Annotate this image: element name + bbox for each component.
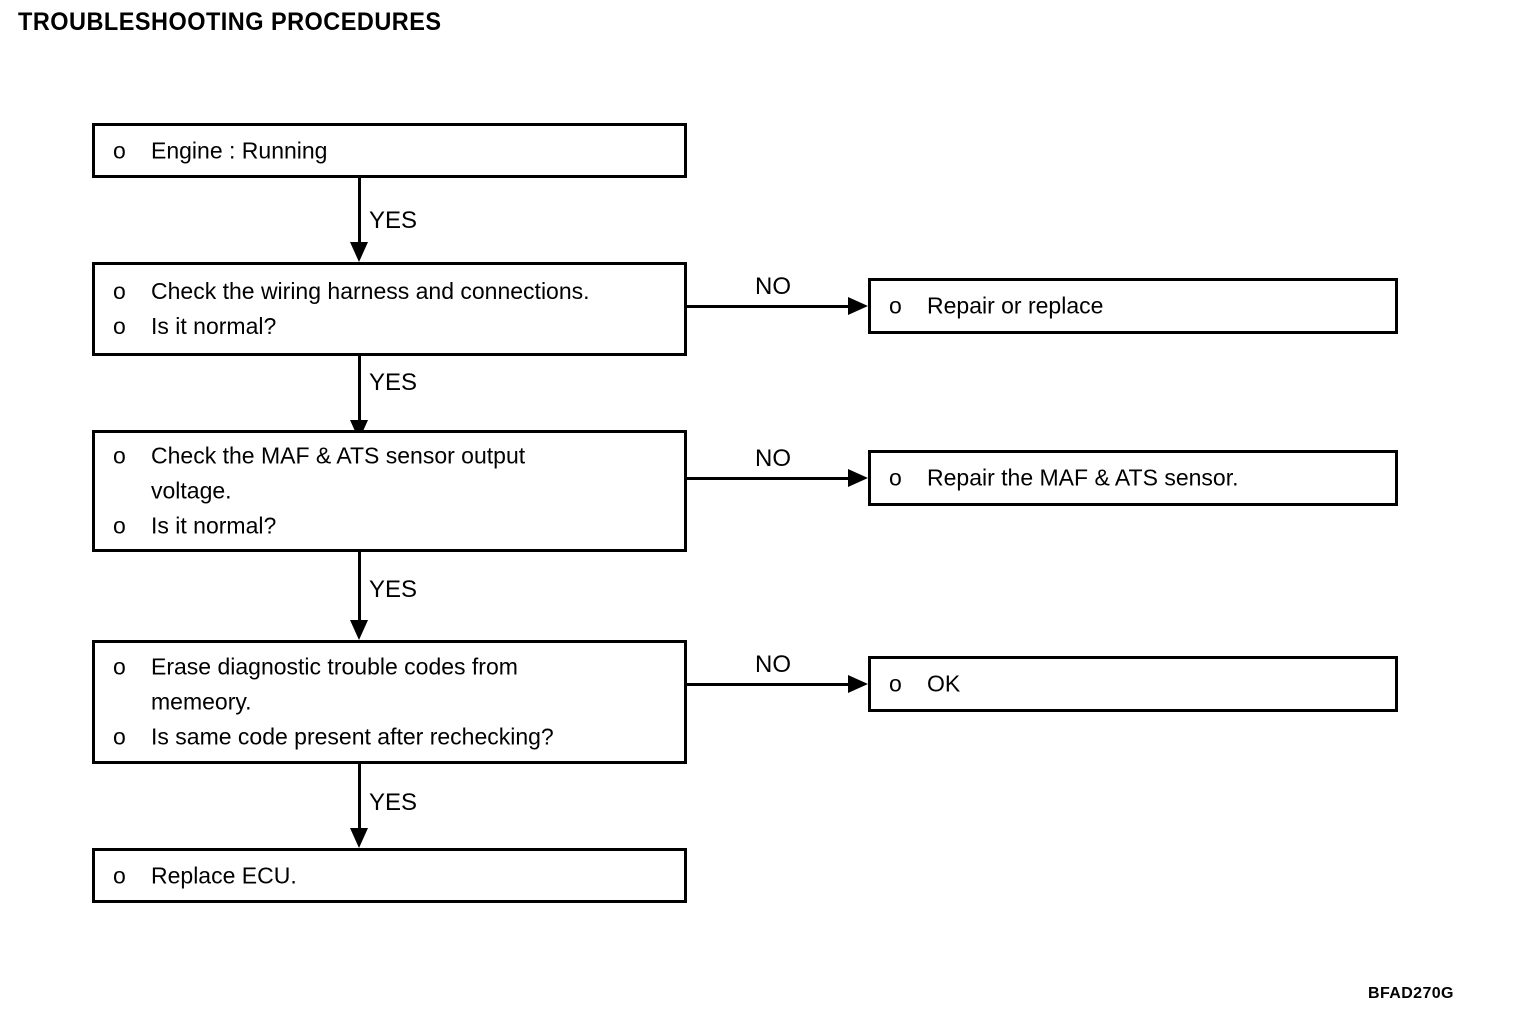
step-line: o Erase diagnostic trouble codes from [113,650,676,685]
step-box-engine-running: o Engine : Running [92,123,687,178]
yes-connector-line-2 [358,356,361,422]
step-line: o Is same code present after rechecking? [113,720,676,755]
step-line: o Is it normal? [113,309,676,344]
no-arrowhead-3 [848,675,868,693]
step-text: Is it normal? [151,512,277,539]
step-text: Replace ECU. [151,862,297,888]
bullet-marker: o [113,723,126,750]
step-box-content: o Check the MAF & ATS sensor output volt… [113,439,676,544]
outcome-line: o Repair the MAF & ATS sensor. [889,461,1387,496]
step-box-erase-dtc: o Erase diagnostic trouble codes from me… [92,640,687,764]
yes-arrowhead-4 [350,828,368,848]
yes-arrowhead-3 [350,620,368,640]
edge-label-no-3: NO [755,651,791,678]
figure-code: BFAD270G [1368,985,1454,1002]
step-text: Is same code present after rechecking? [151,723,554,750]
outcome-text: OK [927,670,961,697]
outcome-text: Repair the MAF & ATS sensor. [927,464,1239,491]
step-text: Erase diagnostic trouble codes from [151,653,518,680]
bullet-marker: o [889,670,902,697]
step-line: o Check the wiring harness and connectio… [113,274,676,309]
bullet-marker: o [113,278,126,304]
bullet-marker: o [113,442,126,469]
step-box-content: o Check the wiring harness and connectio… [113,274,676,344]
yes-connector-line-4 [358,764,361,830]
outcome-box-content: o Repair or replace [889,289,1387,324]
step-box-check-wiring-harness: o Check the wiring harness and connectio… [92,262,687,356]
step-text: Is it normal? [151,313,277,339]
outcome-box-repair-maf-ats-sensor: o Repair the MAF & ATS sensor. [868,450,1398,506]
no-arrowhead-2 [848,469,868,487]
bullet-marker: o [889,292,902,319]
step-text-continuation: voltage. [151,477,232,504]
page-title: TROUBLESHOOTING PROCEDURES [18,8,442,36]
step-line: o Check the MAF & ATS sensor output [113,439,676,474]
bullet-marker: o [113,862,126,888]
bullet-marker: o [113,512,126,539]
step-line: o Is it normal? [113,509,676,544]
outcome-box-repair-or-replace: o Repair or replace [868,278,1398,334]
edge-label-yes-1: YES [369,207,418,234]
step-line: o Engine : Running [113,133,676,168]
no-connector-line-3 [687,683,850,686]
step-box-replace-ecu: o Replace ECU. [92,848,687,903]
bullet-marker: o [113,653,126,680]
step-box-check-maf-ats-voltage: o Check the MAF & ATS sensor output volt… [92,430,687,552]
outcome-box-content: o OK [889,667,1387,702]
yes-connector-line-3 [358,552,361,622]
step-text-continuation: memeory. [151,688,252,715]
yes-arrowhead-1 [350,242,368,262]
no-connector-line-2 [687,477,850,480]
bullet-marker: o [889,464,902,491]
step-box-content: o Engine : Running [113,133,676,168]
edge-label-no-2: NO [755,445,791,472]
edge-label-yes-2: YES [369,369,418,396]
outcome-line: o Repair or replace [889,289,1387,324]
step-box-content: o Replace ECU. [113,858,676,893]
step-line: o Replace ECU. [113,858,676,893]
step-text: Check the MAF & ATS sensor output [151,442,526,469]
outcome-line: o OK [889,667,1387,702]
edge-label-no-1: NO [755,273,791,300]
no-connector-line-1 [687,305,850,308]
bullet-marker: o [113,137,126,163]
yes-connector-line-1 [358,178,361,244]
step-text: Check the wiring harness and connections… [151,278,590,304]
outcome-text: Repair or replace [927,292,1104,319]
no-arrowhead-1 [848,297,868,315]
edge-label-yes-4: YES [369,789,418,816]
bullet-marker: o [113,313,126,339]
step-box-content: o Erase diagnostic trouble codes from me… [113,650,676,755]
edge-label-yes-3: YES [369,576,418,603]
step-text: Engine : Running [151,137,328,163]
outcome-box-content: o Repair the MAF & ATS sensor. [889,461,1387,496]
outcome-box-ok: o OK [868,656,1398,712]
